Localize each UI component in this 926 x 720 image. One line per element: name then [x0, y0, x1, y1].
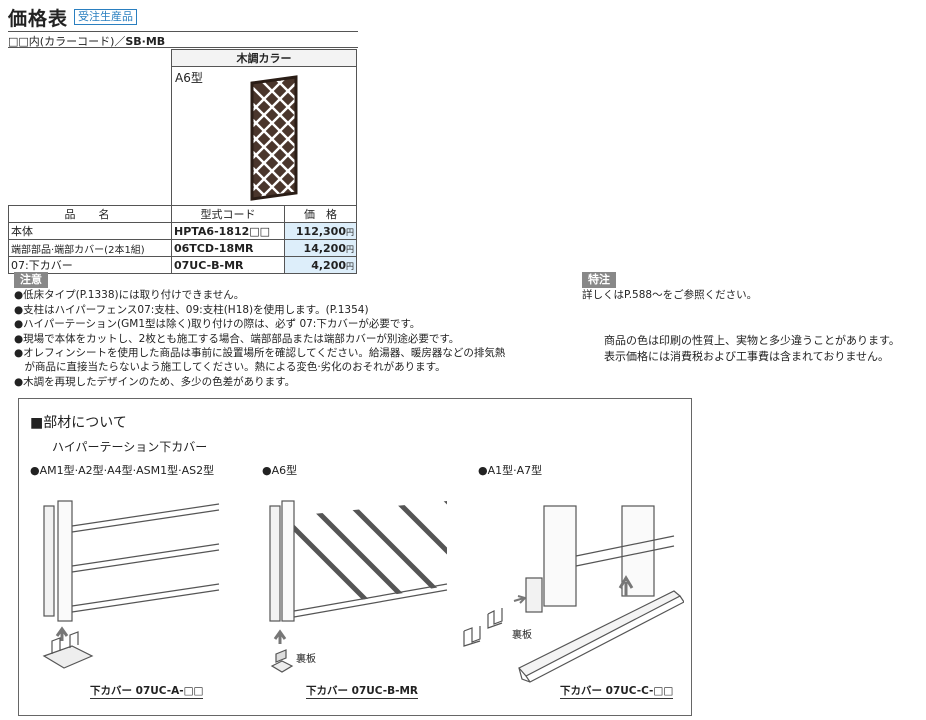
made-to-order-badge: 受注生産品: [74, 9, 138, 25]
model-code: HPTA6-1812□□: [171, 222, 285, 240]
bottom-cover-c-caption: 下カバー 07UC-C-□□: [560, 685, 674, 699]
table-row: 本体 HPTA6-1812□□ 112,300円: [8, 222, 357, 240]
backplate-label-b: 裏板: [296, 652, 316, 665]
bottom-cover-c-illustration: 裏板: [463, 505, 684, 683]
subtitle-codes: SB·MB: [125, 35, 166, 48]
product-image-cell: A6型: [171, 66, 357, 206]
blank-cell: [8, 66, 172, 206]
subtitle-prefix: □□内(カラーコード)／: [8, 35, 126, 48]
price-unit: 円: [346, 244, 354, 254]
parts-subtitle: ハイパーテーション下カバー: [52, 440, 208, 454]
price-cell: 4,200円: [284, 256, 357, 274]
backplate-label-c: 裏板: [512, 628, 532, 641]
bottom-cover-b-illustration: 裏板: [269, 500, 448, 673]
notes-label: 注意: [14, 272, 48, 289]
price-value: 14,200: [303, 241, 346, 255]
note-item: が商品に直接当たらないよう施工してください。熱による変色·劣化のおそれがあります…: [14, 361, 446, 374]
parts-title: ■部材について: [30, 415, 127, 431]
parts-panel: [18, 398, 692, 716]
table-row: 端部部品·端部カバー(2本1組) 06TCD-18MR 14,200円: [8, 239, 357, 257]
table-row: 07:下カバー 07UC-B-MR 4,200円: [8, 256, 357, 274]
note-item: ●低床タイプ(P.1338)には取り付けできません。: [14, 289, 245, 302]
title-row: 価格表 受注生産品: [8, 4, 138, 30]
col-header-code: 型式コード: [171, 205, 285, 223]
price-value: 4,200: [311, 258, 346, 272]
type-label-am1: ●AM1型·A2型·A4型·ASM1型·AS2型: [30, 464, 215, 477]
item-name: 本体: [8, 222, 172, 240]
bottom-cover-a-illustration: [42, 500, 220, 669]
type-label-a6: ●A6型: [262, 464, 298, 477]
divider: [8, 47, 358, 48]
disclaimer: 商品の色は印刷の性質上、実物と多少違うことがあります。 表示価格には消費税および…: [604, 333, 900, 365]
item-name: 07:下カバー: [8, 256, 172, 274]
disclaimer-line: 表示価格には消費税および工事費は含まれておりません。: [604, 350, 890, 363]
price-value: 112,300: [295, 224, 346, 238]
col-header-name: 品 名: [8, 205, 172, 223]
lattice-panel-image: [250, 75, 298, 201]
note-item: ●ハイパーテーション(GM1型は除く)取り付けの際は、必ず 07:下カバーが必要…: [14, 318, 421, 331]
model-type-label: A6型: [175, 71, 203, 85]
model-code: 07UC-B-MR: [171, 256, 285, 274]
page-title: 価格表: [8, 7, 69, 30]
price-cell: 14,200円: [284, 239, 357, 257]
color-code-subtitle: □□内(カラーコード)／SB·MB: [8, 33, 165, 49]
price-cell: 112,300円: [284, 222, 357, 240]
price-unit: 円: [346, 227, 354, 237]
col-header-price: 価 格: [284, 205, 357, 223]
blank-cell: [8, 49, 172, 67]
disclaimer-line: 商品の色は印刷の性質上、実物と多少違うことがあります。: [604, 334, 900, 347]
note-item: ●支柱はハイパーフェンス07:支柱、09:支柱(H18)を使用します。(P.13…: [14, 303, 369, 316]
bottom-cover-a-caption: 下カバー 07UC-A-□□: [90, 685, 204, 699]
note-item: ●木調を再現したデザインのため、多少の色差があります。: [14, 375, 296, 388]
special-order-section: 特注 詳しくはP.588～をご参照ください。: [582, 272, 757, 303]
note-item: ●オレフィンシートを使用した商品は事前に設置場所を確認してください。給湯器、暖房…: [14, 347, 506, 360]
price-table: 木調カラー A6型: [8, 49, 357, 274]
model-code: 06TCD-18MR: [171, 239, 285, 257]
divider: [8, 31, 358, 32]
note-item: ●現場で本体をカットし、2枚とも施工する場合、端部部品または端部カバーが別途必要…: [14, 332, 460, 345]
type-label-a1: ●A1型·A7型: [478, 464, 543, 477]
price-unit: 円: [346, 261, 354, 271]
special-order-label: 特注: [582, 272, 616, 289]
item-name: 端部部品·端部カバー(2本1組): [8, 239, 172, 257]
notes-section: 注意 ●低床タイプ(P.1338)には取り付けできません。 ●支柱はハイパーフェ…: [14, 272, 574, 389]
special-order-text: 詳しくはP.588～をご参照ください。: [582, 289, 758, 302]
wood-color-header: 木調カラー: [171, 49, 357, 67]
bottom-cover-b-caption: 下カバー 07UC-B-MR: [306, 685, 418, 699]
